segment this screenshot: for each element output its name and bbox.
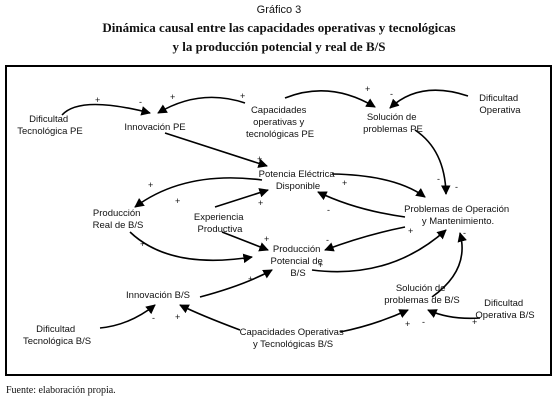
sign: - xyxy=(390,89,393,99)
sign: - xyxy=(437,174,440,184)
edge-innovacion-pe-to-potencia xyxy=(164,132,268,168)
edge-problemas-to-produccion-potencial xyxy=(324,226,406,252)
sign: - xyxy=(327,205,330,215)
sign: - xyxy=(455,182,458,192)
edge-dificultad-op-to-solucion-pe xyxy=(389,89,469,109)
sign: + xyxy=(248,274,253,284)
edge-innovacion-bs-to-produccion-potencial xyxy=(199,269,273,298)
source-note: Fuente: elaboración propia. xyxy=(6,385,116,396)
edge-capacidades-bs-to-solucion-bs xyxy=(339,309,409,333)
node-capacidades-pe: Capacidades operativas y tecnológicas PE xyxy=(246,105,314,140)
nodes: Dificultad Tecnológica PE Innovación PE … xyxy=(17,93,534,350)
edge-dificultad-tec-bs-to-innovacion-bs xyxy=(99,304,156,329)
edge-solucion-bs-to-problemas xyxy=(431,232,467,298)
sign: + xyxy=(175,312,180,322)
node-solucion-problemas-pe: Solución de problemas PE xyxy=(363,112,423,135)
sign: + xyxy=(257,154,262,164)
sign: - xyxy=(326,235,329,245)
sign: + xyxy=(258,198,263,208)
sign: - xyxy=(152,313,155,323)
edge-experiencia-to-potencia xyxy=(214,188,269,208)
node-innovacion-pe: Innovación PE xyxy=(124,122,185,133)
node-dificultad-operativa-bs: Dificultad Operativa B/S xyxy=(475,298,534,321)
edge-potencia-to-problemas xyxy=(331,173,426,198)
node-dificultad-tecnologica-bs: Dificultad Tecnológica B/S xyxy=(23,324,91,347)
node-dificultad-operativa: Dificultad Operativa xyxy=(479,93,521,116)
sign: + xyxy=(240,91,245,101)
node-innovacion-bs: Innovación B/S xyxy=(126,290,190,301)
node-experiencia-productiva: Experiencia Productiva xyxy=(194,212,246,235)
sign: + xyxy=(342,178,347,188)
node-capacidades-bs: Capacidades Operativas y Tecnológicas B/… xyxy=(240,327,347,350)
edge-solucion-pe-to-problemas xyxy=(414,129,451,195)
node-produccion-real: Producción Real de B/S xyxy=(93,208,144,231)
diagram-frame xyxy=(5,65,552,376)
sign: + xyxy=(405,319,410,329)
sign: + xyxy=(175,196,180,206)
sign: + xyxy=(140,239,145,249)
node-potencia-electrica-disponible: Potencia Eléctrica Disponible xyxy=(259,169,338,192)
sign: - xyxy=(422,317,425,327)
edge-problemas-to-potencia xyxy=(317,191,406,218)
node-dificultad-tecnologica-pe: Dificultad Tecnológica PE xyxy=(17,114,82,137)
sign: + xyxy=(318,260,323,270)
sign: + xyxy=(264,234,269,244)
edge-potencia-to-produccion-real xyxy=(134,177,263,208)
polarity-signs: + - + + + - + - - + - + + + + - + + - + … xyxy=(95,84,477,329)
figure-title-line-2: y la producción potencial y real de B/S xyxy=(172,39,386,54)
sign: + xyxy=(95,95,100,105)
edge-dificultad-tec-pe-to-innovacion-pe xyxy=(61,103,151,116)
edge-capacidades-bs-to-innovacion-bs xyxy=(179,304,241,331)
sign: - xyxy=(139,97,142,107)
sign: + xyxy=(408,226,413,236)
edge-capacidades-pe-to-innovacion-pe xyxy=(157,96,246,114)
edge-experiencia-to-produccion-potencial xyxy=(221,231,269,252)
edge-capacidades-pe-to-solucion-pe xyxy=(284,90,376,108)
edge-produccion-potencial-to-problemas xyxy=(311,229,447,273)
node-solucion-problemas-bs: Solución de problemas de B/S xyxy=(384,283,460,306)
edges xyxy=(61,89,481,333)
figure-title-line-1: Dinámica causal entre las capacidades op… xyxy=(102,20,456,35)
sign: + xyxy=(148,180,153,190)
node-produccion-potencial: Producción Potencial de B/S xyxy=(271,244,326,279)
node-problemas-operacion-mantenimiento: Problemas de Operación y Mantenimiento. xyxy=(404,204,512,227)
figure-label: Gráfico 3 xyxy=(256,4,302,16)
sign: + xyxy=(472,317,477,327)
sign: + xyxy=(170,92,175,102)
sign: - xyxy=(463,228,466,238)
edge-produccion-real-to-produccion-potencial xyxy=(129,231,253,264)
sign: + xyxy=(365,84,370,94)
edge-dificultad-op-bs-to-solucion-bs xyxy=(427,309,481,320)
